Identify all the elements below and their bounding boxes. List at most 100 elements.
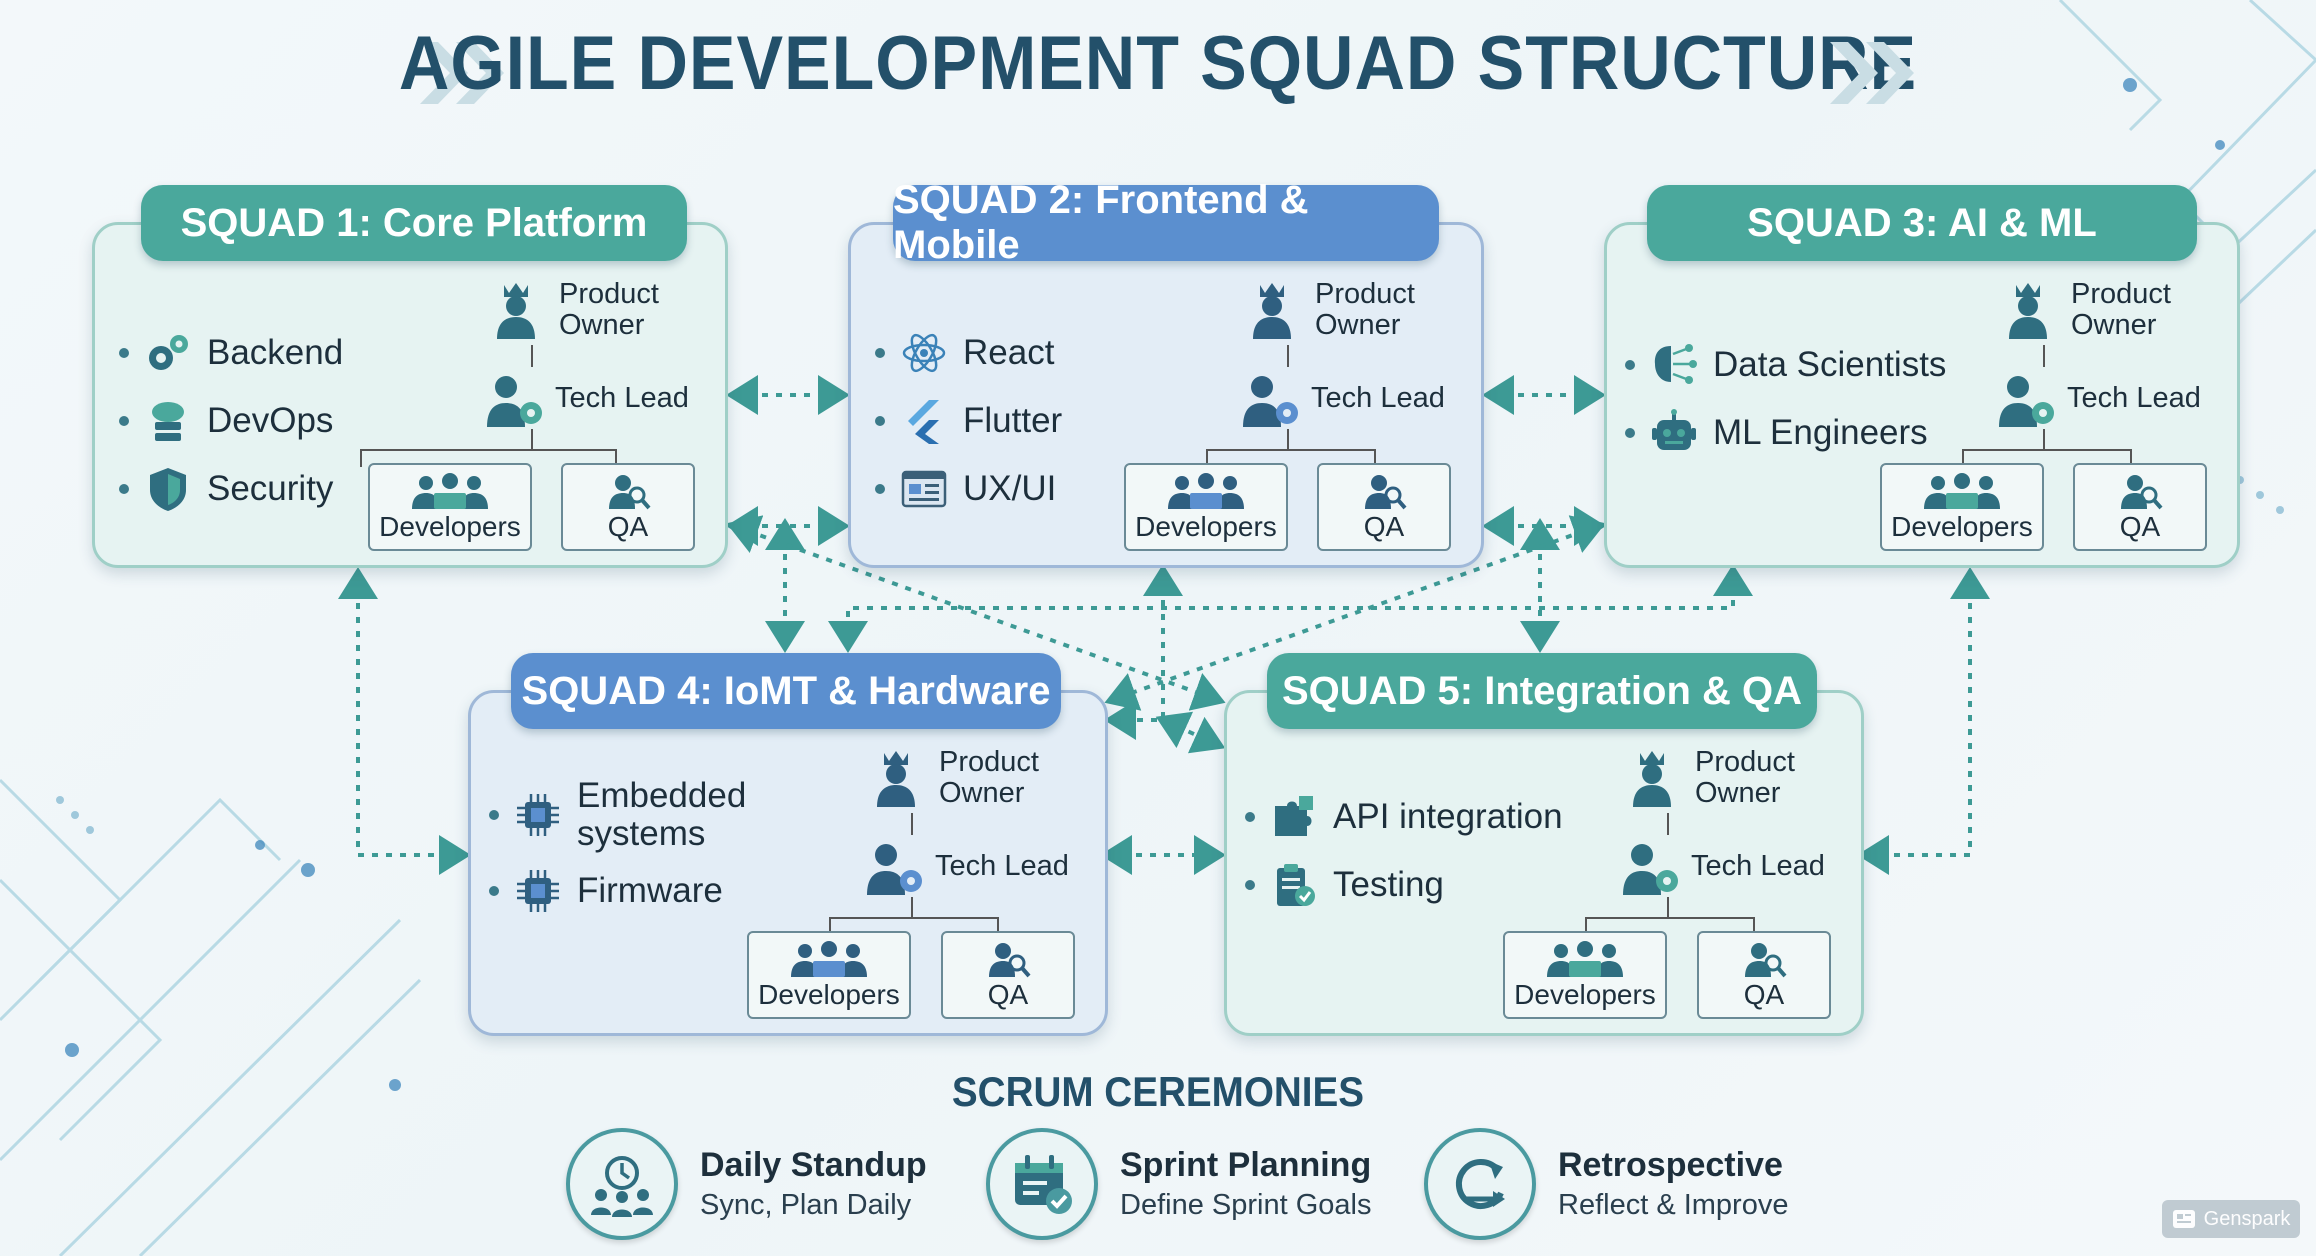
product-owner-icon — [1253, 283, 1291, 339]
qa-box: QA — [941, 931, 1075, 1019]
product-owner-label: Product Owner — [2071, 278, 2171, 341]
tech-lead-label: Tech Lead — [555, 381, 689, 414]
chevron-right-decoration-icon — [1830, 42, 1914, 104]
badge-label: Genspark — [2203, 1207, 2291, 1230]
ceremony-desc: Reflect & Improve — [1558, 1189, 1789, 1221]
qa-box: QA — [1697, 931, 1831, 1019]
product-owner-role: Product Owner — [1627, 747, 1805, 809]
tech-lead-role: Tech Lead — [1617, 835, 1825, 897]
developers-label: Developers — [1514, 979, 1656, 1010]
skill-label: Firmware — [577, 871, 723, 910]
squad-2-skills: React Flutter UX/UI — [875, 319, 1062, 523]
chevron-left-decoration-icon — [420, 42, 504, 104]
tech-lead-icon — [1243, 376, 1298, 427]
product-owner-role: Product Owner — [1247, 279, 1425, 341]
tech-lead-label: Tech Lead — [2067, 381, 2201, 414]
qa-box: QA — [2073, 463, 2207, 551]
squad-2-header: SQUAD 2: Frontend & Mobile — [893, 178, 1439, 267]
genspark-logo-icon — [2172, 1210, 2195, 1228]
squad-4-card: SQUAD 4: IoMT & Hardware Embedded system… — [468, 653, 1108, 1036]
developers-box: Developers — [1503, 931, 1667, 1019]
product-owner-label: Product Owner — [939, 746, 1039, 809]
developers-icon — [1547, 941, 1623, 977]
skill-item: Security — [119, 455, 343, 523]
product-owner-role: Product Owner — [871, 747, 1049, 809]
qa-label: QA — [607, 511, 649, 542]
qa-magnifier-icon — [1745, 943, 1787, 978]
ceremony-name: Retrospective — [1558, 1146, 1783, 1184]
ceremony-name: Sprint Planning — [1120, 1146, 1372, 1184]
skill-label: Flutter — [963, 401, 1063, 440]
squad-4-header: SQUAD 4: IoMT & Hardware — [511, 653, 1061, 729]
skill-item: Backend — [119, 319, 343, 387]
squad-5-header: SQUAD 5: Integration & QA — [1267, 653, 1817, 729]
product-owner-label: Product Owner — [1695, 746, 1795, 809]
team-clock-icon — [591, 1156, 653, 1217]
calendar-check-icon — [1015, 1155, 1072, 1214]
ceremony-sprint-planning: Sprint Planning Define Sprint Goals — [986, 1128, 1371, 1240]
product-owner-label: Product Owner — [1315, 278, 1415, 341]
product-owner-icon — [497, 283, 535, 339]
squad-3-skills: Data Scientists ML Engineers — [1625, 331, 1946, 467]
skill-item: Flutter — [875, 387, 1062, 455]
tech-lead-role: Tech Lead — [861, 835, 1069, 897]
gears-icon — [149, 335, 188, 370]
ceremony-name: Daily Standup — [700, 1146, 927, 1184]
product-owner-role: Product Owner — [491, 279, 669, 341]
skill-label: ML Engineers — [1713, 413, 1928, 452]
tech-lead-role: Tech Lead — [1993, 367, 2201, 429]
page-title: AGILE DEVELOPMENT SQUAD STRUCTURE — [398, 21, 1918, 106]
flutter-icon — [908, 400, 939, 444]
squad-3-card: SQUAD 3: AI & ML Data Scientists ML Engi… — [1604, 185, 2240, 568]
skill-label: Data Scientists — [1713, 345, 1947, 384]
developers-box: Developers — [368, 463, 532, 551]
skill-item: Embedded systems — [489, 773, 747, 857]
squad-2-card: SQUAD 2: Frontend & Mobile React Flutter… — [848, 178, 1484, 568]
skill-item: ML Engineers — [1625, 399, 1946, 467]
ceremony-retrospective: Retrospective Reflect & Improve — [1424, 1128, 1788, 1240]
product-owner-icon — [2009, 283, 2047, 339]
tech-lead-role: Tech Lead — [1237, 367, 1445, 429]
skill-item: Firmware — [489, 857, 747, 925]
tech-lead-icon — [867, 844, 922, 895]
qa-magnifier-icon — [1365, 475, 1407, 510]
developers-icon — [1168, 473, 1244, 509]
skill-item: Testing — [1245, 851, 1563, 919]
squad-3-header: SQUAD 3: AI & ML — [1647, 185, 2197, 261]
tech-lead-label: Tech Lead — [935, 849, 1069, 882]
robot-icon — [1652, 409, 1696, 450]
developers-icon — [791, 941, 867, 977]
qa-label: QA — [2119, 511, 2161, 542]
developers-box: Developers — [1124, 463, 1288, 551]
squad-1-card: SQUAD 1: Core Platform Backend DevOps Se… — [92, 185, 728, 568]
developers-box: Developers — [747, 931, 911, 1019]
skill-item: DevOps — [119, 387, 343, 455]
squad-1-skills: Backend DevOps Security — [119, 319, 343, 523]
qa-label: QA — [1743, 979, 1785, 1010]
skill-label: React — [963, 333, 1055, 372]
tech-lead-icon — [1999, 376, 2054, 427]
react-atom-icon — [902, 333, 946, 373]
tech-lead-label: Tech Lead — [1691, 849, 1825, 882]
skill-item: UX/UI — [875, 455, 1062, 523]
skill-item: API integration — [1245, 783, 1563, 851]
squad-1-header: SQUAD 1: Core Platform — [141, 185, 687, 261]
cloud-server-icon — [152, 402, 184, 441]
brain-network-icon — [1654, 344, 1697, 384]
ux-ui-window-icon — [901, 470, 947, 508]
tech-lead-label: Tech Lead — [1311, 381, 1445, 414]
skill-label: API integration — [1333, 797, 1563, 836]
cycle-arrow-icon — [1455, 1159, 1505, 1209]
ceremony-desc: Sync, Plan Daily — [700, 1189, 912, 1221]
skill-label: DevOps — [207, 401, 334, 440]
skill-label: Backend — [207, 333, 344, 372]
developers-box: Developers — [1880, 463, 2044, 551]
product-owner-icon — [877, 751, 915, 807]
squad-5-card: SQUAD 5: Integration & QA API integratio… — [1224, 653, 1864, 1036]
qa-magnifier-icon — [989, 943, 1031, 978]
developers-icon — [412, 473, 488, 509]
qa-magnifier-icon — [2121, 475, 2163, 510]
squad-4-skills: Embedded systems Firmware — [489, 773, 747, 925]
